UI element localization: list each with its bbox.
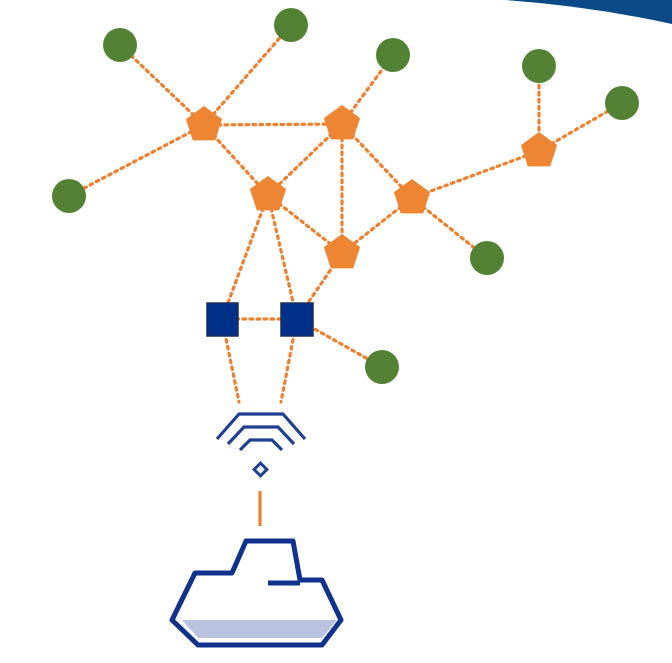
gateway-node-right [280,302,314,337]
edge-h1-l2 [202,23,293,127]
cloud-icon [169,538,344,648]
wireless-dot [252,461,269,478]
hub-nodes-layer [185,105,558,269]
edge-h3-g2 [266,193,299,321]
leaf-node-l5 [605,86,639,120]
leaf-nodes-layer [52,8,639,384]
banner-corner [505,0,672,24]
edge-h1-h2 [202,122,344,127]
hub-node-h3 [249,176,287,211]
leaf-node-l2 [274,8,308,42]
hub-node-h6 [520,132,558,167]
edge-h4-h6 [410,149,541,200]
gateway-node-left [206,302,239,337]
gateway-nodes-layer [206,302,314,337]
hub-node-h4 [393,179,431,214]
edge-h3-g1 [220,193,270,321]
leaf-node-l8 [365,350,399,384]
wireless-icon [215,412,307,478]
hub-node-h1 [185,106,223,141]
hub-node-h2 [323,105,361,140]
leaf-node-l6 [52,179,86,213]
hub-node-h5 [323,234,361,269]
edge-h1-l1 [118,43,206,127]
leaf-node-l7 [470,241,504,275]
leaf-node-l3 [376,38,410,72]
edge-h1-l6 [67,123,206,198]
leaf-node-l1 [103,28,137,62]
leaf-node-l4 [522,49,556,83]
